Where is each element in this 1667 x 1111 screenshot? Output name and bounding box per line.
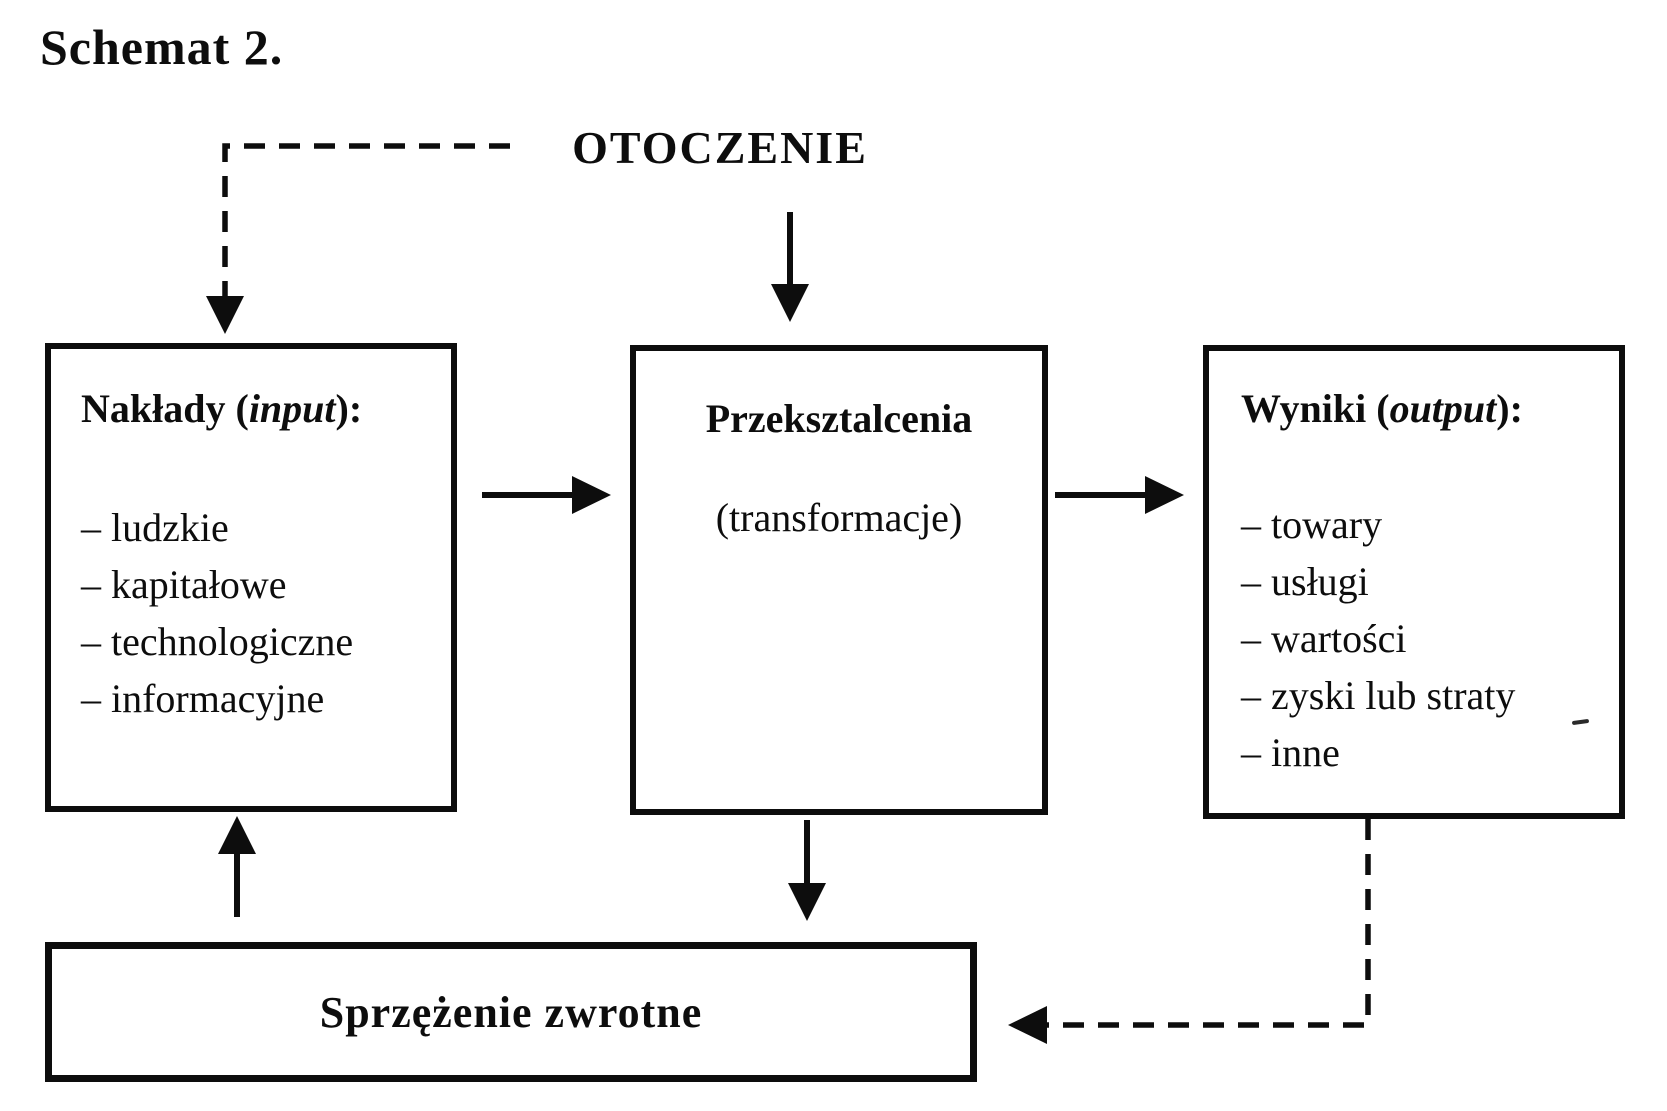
page-title: Schemat 2. (40, 19, 284, 75)
outputs-heading-suffix: ): (1496, 386, 1523, 431)
list-item: – zyski lub straty (1241, 673, 1516, 718)
inputs-heading-italic: input (248, 386, 336, 431)
outputs-box: Wyniki (output): – towary – usługi – war… (1203, 345, 1625, 819)
transformations-to-outputs-arrow (1055, 476, 1184, 514)
env-to-inputs-dashed-arrow (206, 143, 510, 334)
inputs-item-list: – ludzkie – kapitałowe – technologiczne … (81, 499, 353, 727)
environment-label: OTOCZENIE (572, 122, 868, 173)
inputs-box: Nakłady (input): – ludzkie – kapitałowe … (45, 343, 457, 812)
feedback-box: Sprzężenie zwrotne (45, 942, 977, 1082)
transformations-subheading: (transformacje) (715, 495, 963, 540)
list-item: – towary (1241, 502, 1383, 547)
transformations-to-feedback-arrow (788, 820, 826, 921)
list-item: – technologiczne (81, 619, 354, 664)
transformations-heading: Przeksztalcenia (705, 396, 973, 441)
outputs-heading-italic: output (1389, 386, 1497, 431)
list-item: – ludzkie (81, 505, 229, 550)
list-item: – inne (1241, 730, 1340, 775)
feedback-label: Sprzężenie zwrotne (319, 987, 703, 1037)
feedback-to-inputs-arrow (218, 816, 256, 917)
outputs-item-list: – towary – usługi – wartości – zyski lub… (1241, 496, 1515, 781)
list-item: – kapitałowe (81, 562, 287, 607)
outputs-heading-prefix: Wyniki ( (1241, 386, 1390, 431)
inputs-heading-suffix: ): (335, 386, 363, 431)
inputs-heading-prefix: Nakłady ( (81, 386, 249, 431)
transformations-box: Przeksztalcenia (transformacje) (630, 345, 1048, 815)
list-item: – wartości (1241, 616, 1407, 661)
list-item: – usługi (1241, 559, 1369, 604)
inputs-heading: Nakłady (input): (81, 385, 362, 432)
env-to-transformations-arrow (771, 212, 809, 322)
inputs-to-transformations-arrow (482, 476, 611, 514)
outputs-to-feedback-dashed-arrow (1008, 819, 1371, 1044)
list-item: – informacyjne (81, 676, 325, 721)
outputs-heading: Wyniki (output): (1241, 385, 1523, 432)
